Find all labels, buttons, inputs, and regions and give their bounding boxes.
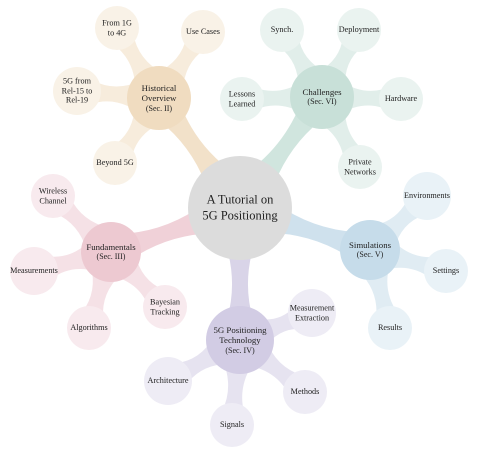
leaf-bubble-results — [368, 306, 412, 350]
branch-bubble-challenges — [290, 65, 354, 129]
leaf-bubble-architecture — [144, 357, 192, 405]
leaf-bubble-bayesian-tracking — [143, 285, 187, 329]
leaf-bubble-wireless-channel — [31, 174, 75, 218]
leaf-bubble-deployment — [337, 8, 381, 52]
branch-bubble-technology — [206, 306, 274, 374]
leaf-bubble-hardware — [379, 77, 423, 121]
leaf-bubble-beyond-5g — [93, 141, 137, 185]
leaf-bubble-private-networks — [338, 145, 382, 189]
leaf-bubble-lessons-learned — [220, 77, 264, 121]
leaf-bubble-measurement-extraction — [288, 289, 336, 337]
leaf-bubble-settings — [424, 249, 468, 293]
branch-bubble-historical — [127, 66, 191, 130]
leaf-bubble-measurements — [10, 247, 58, 295]
branch-bubble-fundamentals — [81, 222, 141, 282]
leaf-bubble-methods — [283, 370, 327, 414]
leaf-bubble-5g-rel15-rel19 — [53, 67, 101, 115]
leaf-bubble-environments — [403, 172, 451, 220]
leaf-bubble-from-1g-to-4g — [95, 6, 139, 50]
leaf-bubble-signals — [210, 403, 254, 447]
leaf-bubble-algorithms — [67, 306, 111, 350]
center-bubble — [188, 156, 292, 260]
leaf-bubble-synch — [260, 8, 304, 52]
branch-bubble-simulations — [340, 220, 400, 280]
leaf-bubble-use-cases — [181, 10, 225, 54]
